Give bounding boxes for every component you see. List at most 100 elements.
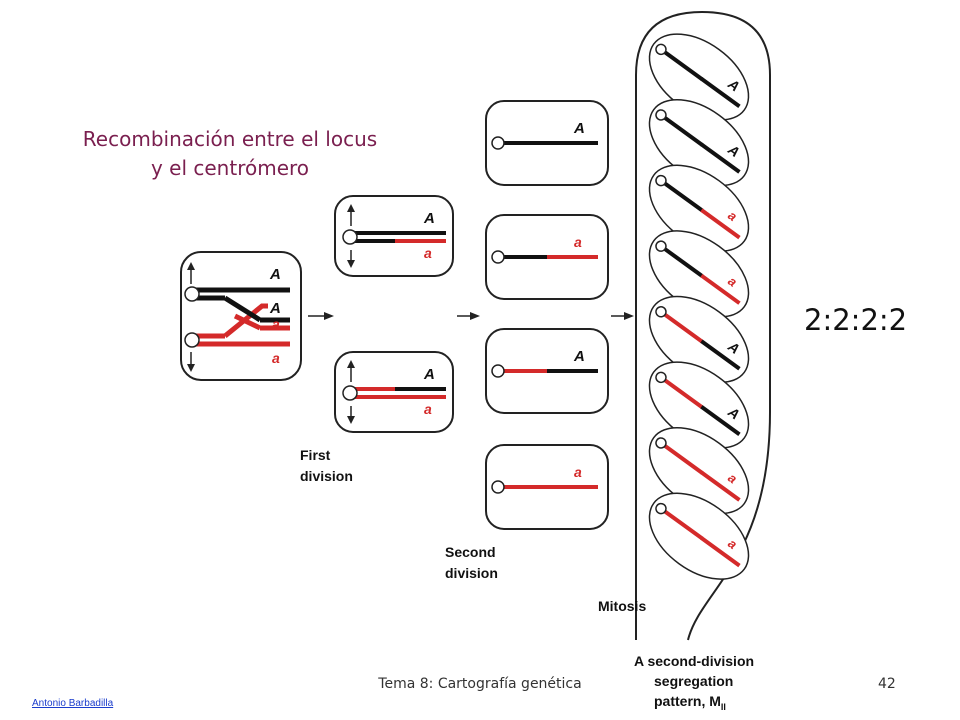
stage3-centromere: [491, 250, 505, 264]
ascus-spore-chromatid-left: [662, 443, 704, 475]
ascus-spore-chromatid-right: [700, 77, 741, 109]
ascus-spore-chromatid-right: [700, 142, 741, 174]
ascus-spore-3: a: [648, 164, 750, 252]
ascus-spore-chromatid-left: [662, 311, 704, 344]
ascus-spore-centromere: [655, 109, 667, 121]
arrow-stage1-to-2-head: [324, 312, 334, 320]
caption-line-3: pattern, MII: [654, 693, 726, 712]
ascus-spore-centromere: [655, 502, 667, 515]
footer-page-number: 42: [878, 676, 896, 692]
ascus-spore-chromatid-left: [662, 377, 704, 409]
stage2-pole-arrowhead-up: [347, 204, 355, 212]
stage3-allele-label: a: [574, 464, 582, 480]
ascus-spore-centromere: [655, 306, 667, 318]
stage2-allele-label-1: A: [423, 210, 435, 227]
caption-pattern-text: pattern, M: [654, 693, 721, 709]
stage2-allele-label-2: a: [424, 401, 432, 417]
caption-line-1: A second-division: [634, 653, 754, 669]
stage3-centromere: [491, 136, 505, 150]
arrow-stage3-to-ascus-head: [624, 312, 634, 320]
stage1-crossover-red: [223, 303, 268, 338]
stage3-cell-1: A: [485, 100, 609, 186]
mitosis-label: Mitosis: [598, 598, 646, 614]
footer-topic: Tema 8: Cartografía genética: [378, 676, 582, 692]
ascus-spore-chromatid-left: [662, 49, 704, 81]
stage3-cell-outline: [485, 444, 609, 530]
stage1-allele-label-4: a: [272, 350, 280, 366]
stage1-centromere-bottom: [184, 332, 200, 348]
stage3-allele-label: A: [573, 120, 585, 137]
ascus-spore-chromatid-left: [662, 508, 704, 541]
stage3-cell-4: a: [485, 444, 609, 530]
second-division-label-line-2: division: [445, 565, 498, 581]
stage-arrows: [308, 312, 634, 320]
stage3-allele-label: a: [574, 234, 582, 250]
stage2-allele-label-1: A: [423, 366, 435, 383]
slide-title-line-1: Recombinación entre el locus: [82, 127, 378, 151]
stage3-cell-outline: [485, 100, 609, 186]
first-division-label-line-1: First: [300, 447, 331, 463]
ascus-spore-chromatid-right: [700, 273, 741, 305]
ascus-spore-centromere: [655, 43, 667, 56]
second-division-label-line-1: Second: [445, 544, 496, 560]
stage1-pole-arrowhead-up: [187, 262, 195, 270]
ascus-spore-7: a: [648, 426, 750, 515]
ascus-spore-centromere: [655, 371, 667, 384]
stage1-crossover-dark: [223, 295, 262, 323]
stage2-centromere: [342, 385, 358, 401]
stage1-allele-label-3: a: [272, 316, 280, 332]
stage3-cell-3: A: [485, 328, 609, 414]
ascus-spore-centromere: [655, 174, 667, 187]
stage1-allele-label-1: A: [269, 266, 281, 283]
ascus-spore-chromatid-right: [700, 405, 741, 437]
ascus-spore-chromatid-left: [662, 180, 704, 213]
stage1-allele-label-2: A: [269, 300, 281, 317]
stage1-pole-arrowhead-down: [187, 364, 195, 372]
stage3-cell-2: a: [485, 214, 609, 300]
ascus-spore-1: A: [648, 33, 750, 121]
stage3-cell-outline: [485, 328, 609, 414]
caption-line-2: segregation: [654, 673, 733, 689]
ascus-spore-chromatid-left: [662, 115, 704, 147]
ascus-spore-5: A: [648, 295, 750, 384]
ascus-spore-chromatid-right: [700, 208, 741, 240]
ascus-spore-4: a: [648, 230, 750, 318]
ascus-spore-centromere: [655, 240, 667, 252]
ascus-spore-8: a: [648, 492, 750, 580]
stage2-cell-outline: [334, 195, 454, 277]
ascus-spore-chromatid-right: [700, 536, 741, 568]
stage2-allele-label-2: a: [424, 245, 432, 261]
stage2-pole-arrowhead-down: [347, 416, 355, 424]
ascus-spore-chromatid-right: [700, 470, 741, 502]
first-division-label-line-2: division: [300, 468, 353, 484]
stage2-cell-outline: [334, 351, 454, 433]
segregation-ratio: 2:2:2:2: [804, 303, 908, 337]
ascus-spore-6: A: [648, 361, 750, 449]
stage1-cell: A A a a: [180, 251, 302, 381]
stage2-pole-arrowhead-down: [347, 260, 355, 268]
stage2-cell-2: Aa: [334, 351, 454, 433]
stage3-centromere: [491, 364, 505, 378]
slide-title-line-2: y el centrómero: [150, 156, 310, 180]
ascus-outline: [635, 10, 771, 641]
ascus-spore-chromatid-right: [700, 339, 741, 371]
stage1-crossover-red-lower: [233, 313, 262, 331]
stage3-allele-label: A: [573, 348, 585, 365]
stage3-centromere: [491, 480, 505, 494]
stage2-centromere: [342, 229, 358, 245]
stage2-cell-1: Aa: [334, 195, 454, 277]
author-link[interactable]: Antonio Barbadilla: [32, 698, 114, 709]
ascus-spore-centromere: [655, 437, 667, 449]
stage1-cell-outline: [180, 251, 302, 381]
stage3-cell-outline: [485, 214, 609, 300]
caption-subscript: II: [721, 702, 726, 712]
arrow-stage2-to-3-head: [470, 312, 480, 320]
ascus-spore-chromatid-left: [662, 246, 704, 278]
stage2-pole-arrowhead-up: [347, 360, 355, 368]
stage1-centromere-top: [184, 286, 200, 302]
